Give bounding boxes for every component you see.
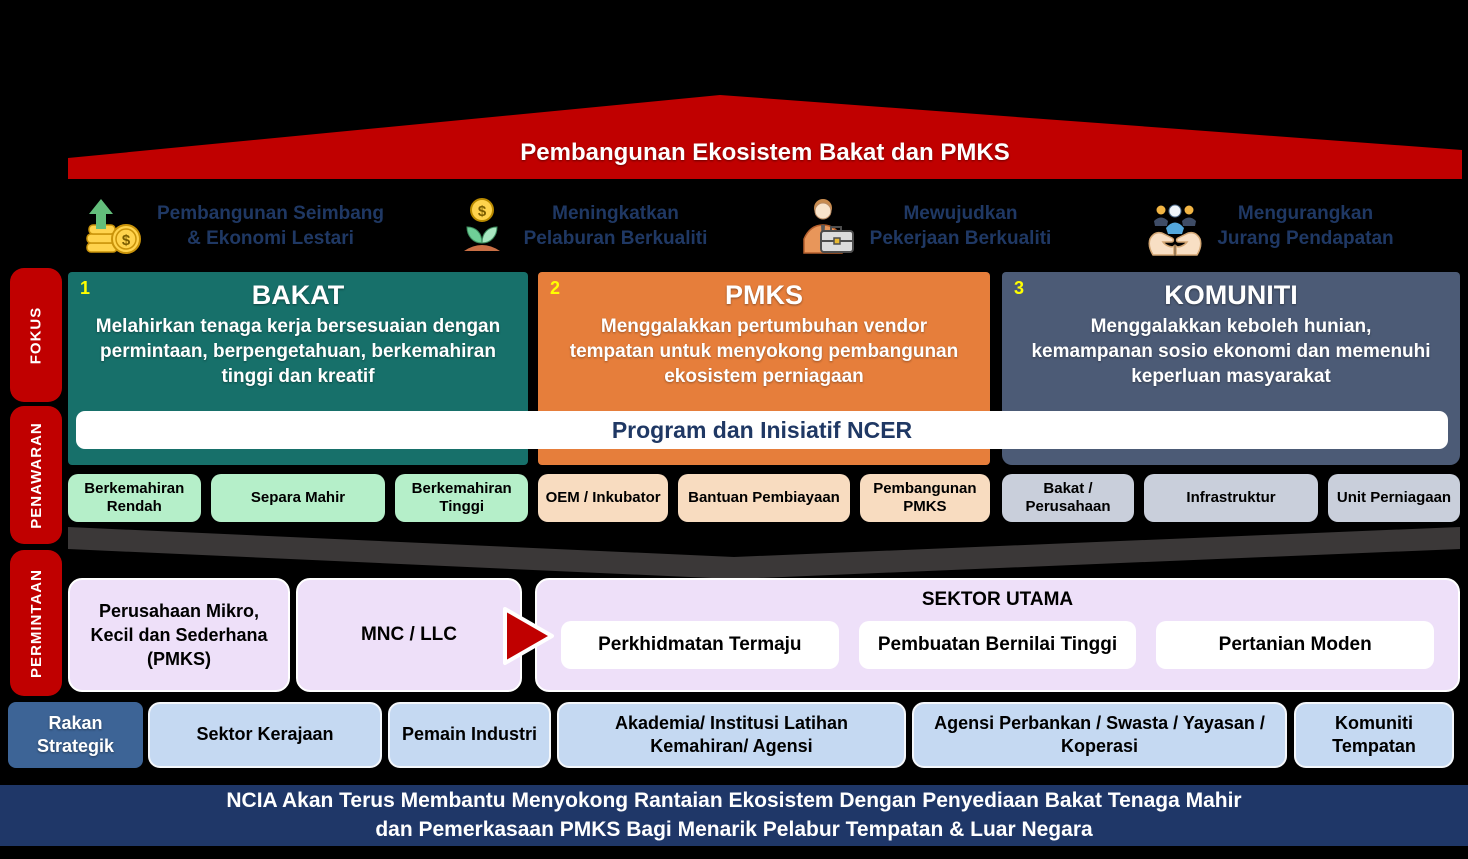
chip: Berkemahiran Tinggi (395, 474, 528, 522)
column-title: PMKS (724, 280, 803, 310)
chip: Unit Perniagaan (1328, 474, 1460, 522)
side-label-permintaan: PERMINTAAN (10, 550, 62, 696)
demand-box-mnc: MNC / LLC (296, 578, 522, 692)
sector-items: Perkhidmatan Termaju Pembuatan Bernilai … (561, 621, 1435, 669)
chip: Separa Mahir (210, 474, 386, 522)
chevron-divider (68, 527, 1460, 579)
footer-line2: dan Pemerkasaan PMKS Bagi Menarik Pelabu… (375, 817, 1093, 841)
chip: Bantuan Pembiayaan (678, 474, 850, 522)
roof-title: Pembangunan Ekosistem Bakat dan PMKS (520, 139, 1010, 166)
quality-investment-icon: $ (463, 198, 500, 251)
arrow-right-icon (503, 607, 554, 665)
partner-box: Komuniti Tempatan (1294, 702, 1454, 768)
column-title: BAKAT (251, 280, 345, 310)
partner-box: Akademia/ Institusi Latihan Kemahiran/ A… (557, 702, 906, 768)
sector-item: Perkhidmatan Termaju (561, 621, 839, 669)
footer-banner: NCIA Akan Terus Membantu Menyokong Ranta… (0, 785, 1468, 846)
economy-growth-icon: $ (86, 199, 141, 254)
partner-box: Pemain Industri (388, 702, 551, 768)
column-number: 3 (1014, 278, 1025, 298)
side-label-penawaran: PENAWARAN (10, 406, 62, 544)
column-description: Melahirkan tenaga kerja bersesuaian deng… (95, 316, 501, 388)
goals-row: $ Pembangunan Seimbang& Ekonomi Lestari … (62, 188, 1442, 266)
partner-box: Sektor Kerajaan (148, 702, 382, 768)
quality-jobs-icon (802, 199, 854, 254)
chip: Infrastruktur (1144, 474, 1318, 522)
side-label-fokus: FOKUS (10, 268, 62, 402)
chips-komuniti: Bakat / Perusahaan Infrastruktur Unit Pe… (1002, 474, 1460, 522)
chips-bakat: Berkemahiran Rendah Separa Mahir Berkema… (68, 474, 528, 522)
column-title: KOMUNITI (1164, 280, 1298, 310)
chip: Pembangunan PMKS (859, 474, 990, 522)
svg-text:$: $ (122, 232, 131, 249)
demand-box-pmks: Perusahaan Mikro, Kecil dan Sederhana (P… (68, 578, 290, 692)
sector-item: Pembuatan Bernilai Tinggi (858, 621, 1137, 669)
column-number: 1 (80, 278, 91, 298)
roof-shape (68, 95, 1462, 179)
column-description: Menggalakkan keboleh hunian, kemampanan … (1031, 316, 1431, 388)
chip: Berkemahiran Rendah (68, 474, 201, 522)
column-description: Menggalakkan pertumbuhan vendor tempatan… (569, 316, 959, 388)
chip: Bakat / Perusahaan (1002, 474, 1134, 522)
program-bar: Program dan Inisiatif NCER (76, 411, 1448, 449)
svg-text:$: $ (477, 203, 486, 220)
chip: OEM / Inkubator (538, 474, 669, 522)
column-number: 2 (550, 278, 561, 298)
sector-item: Pertanian Moden (1156, 621, 1435, 669)
program-bar-label: Program dan Inisiatif NCER (611, 416, 913, 443)
income-gap-icon (1148, 204, 1202, 256)
sector-utama-box: SEKTOR UTAMA Perkhidmatan Termaju Pembua… (535, 578, 1460, 692)
partner-lead-label: Rakan Strategik (8, 702, 143, 768)
goal-balanced-economy: $ Pembangunan Seimbang& Ekonomi Lestari (62, 188, 407, 266)
chips-pmks: OEM / Inkubator Bantuan Pembiayaan Pemba… (538, 474, 990, 522)
footer-line1: NCIA Akan Terus Membantu Menyokong Ranta… (226, 789, 1242, 813)
partner-box: Agensi Perbankan / Swasta / Yayasan / Ko… (912, 702, 1287, 768)
goal-label: Pembangunan Seimbang& Ekonomi Lestari (157, 203, 384, 249)
sector-title: SEKTOR UTAMA (921, 589, 1074, 610)
